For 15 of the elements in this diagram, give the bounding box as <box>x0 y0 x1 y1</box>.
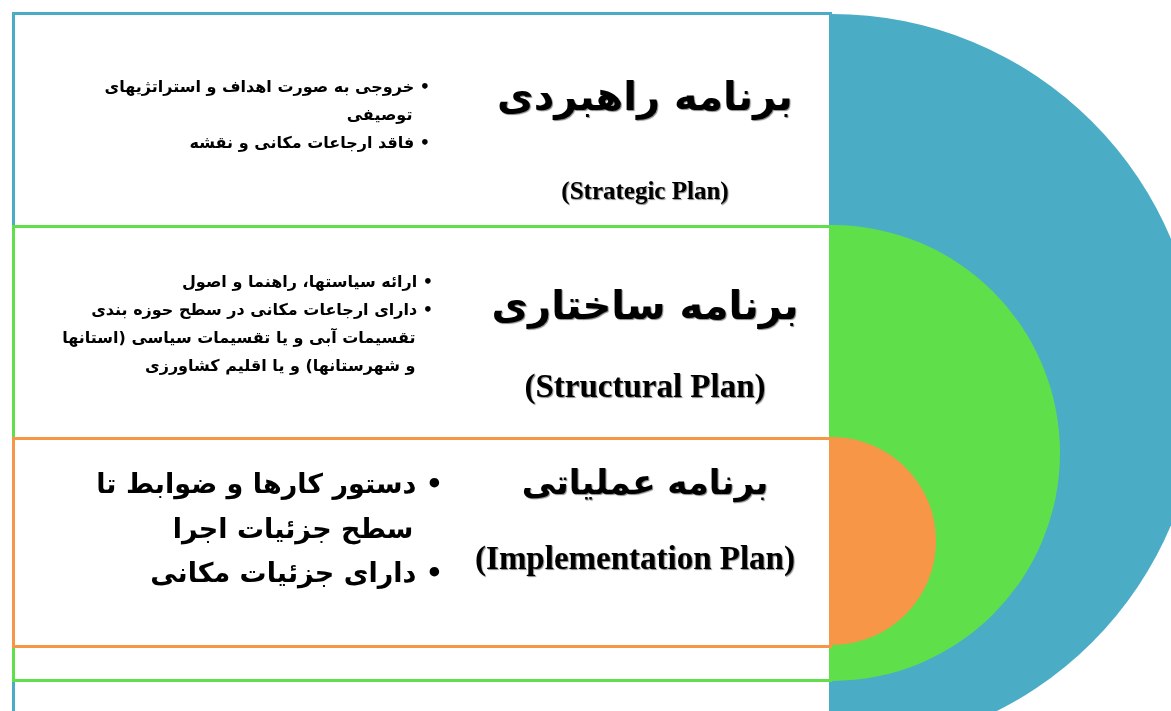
strategic-plan-box <box>12 12 832 711</box>
plan-title: برنامه راهبردی <box>496 73 794 119</box>
plan-english-title: (Strategic Plan) <box>560 177 730 206</box>
bullet-text: • ارائه سیاستها، راهنما و اصول <box>181 271 433 293</box>
bullet-text: • دارای جزئیات مکانی <box>149 556 443 591</box>
bullet-text: • دارای ارجاعات مکانی در سطح حوزه بندی تقسیمات آبی و یا تقسیمات سیاسی (استانها و شهرستانها) و یا اقلیم کشاورزی <box>61 299 433 377</box>
bullet-text: • فاقد ارجاعات مکانی و نقشه <box>188 132 430 154</box>
plan-title: برنامه عملیاتی <box>520 462 770 502</box>
bullet-text: • خروجی به صورت اهداف و استراتژیهای توصیفی <box>103 76 430 126</box>
bullet-text: • دستور کارها و ضوابط تا سطح جزئیات اجرا <box>95 467 443 547</box>
implementation-plan-box <box>12 437 832 648</box>
plan-english-title: (Structural Plan) <box>523 368 767 406</box>
structural-plan-box <box>12 225 832 682</box>
plan-title: برنامه ساختاری <box>490 282 800 328</box>
plan-english-title: (Implementation Plan) <box>475 540 795 578</box>
